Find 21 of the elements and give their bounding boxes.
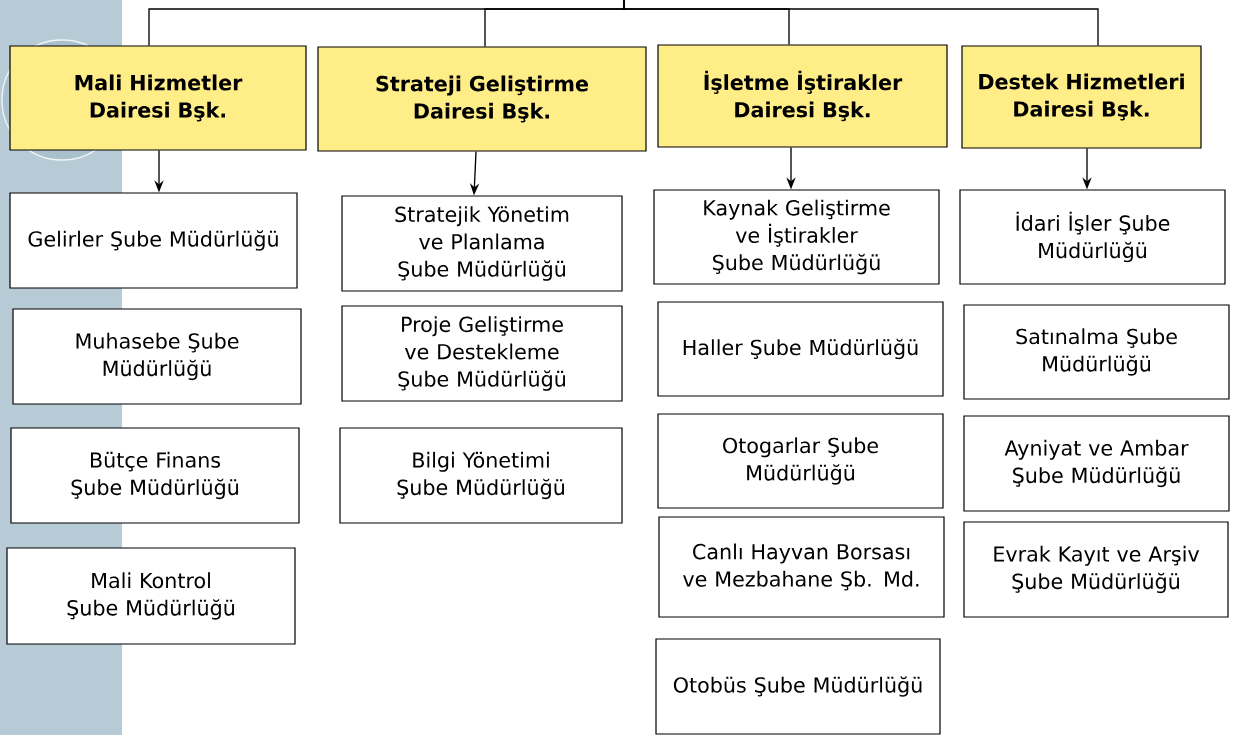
unit-box: Ayniyat ve Ambar Şube Müdürlüğü — [963, 415, 1230, 512]
unit-box: Evrak Kayıt ve Arşiv Şube Müdürlüğü — [963, 521, 1229, 618]
unit-box: Bilgi Yönetimi Şube Müdürlüğü — [339, 427, 623, 524]
unit-box: Haller Şube Müdürlüğü — [657, 301, 944, 397]
department-box: Strateji Geliştirme Dairesi Bşk. — [317, 46, 647, 152]
unit-box: Gelirler Şube Müdürlüğü — [9, 192, 298, 289]
unit-box: Canlı Hayvan Borsası ve Mezbahane Şb. Md. — [658, 516, 945, 618]
unit-box: Muhasebe Şube Müdürlüğü — [12, 308, 302, 405]
unit-box: Otobüs Şube Müdürlüğü — [655, 638, 941, 735]
unit-box: Satınalma Şube Müdürlüğü — [963, 304, 1230, 400]
unit-box: Bütçe Finans Şube Müdürlüğü — [10, 427, 300, 524]
unit-box: İdari İşler Şube Müdürlüğü — [959, 189, 1226, 285]
unit-box: Stratejik Yönetim ve Planlama Şube Müdürlüğü — [341, 195, 623, 292]
unit-box: Proje Geliştirme ve Destekleme Şube Müdürlüğü — [341, 305, 623, 402]
department-box: Mali Hizmetler Dairesi Bşk. — [9, 45, 307, 151]
unit-box: Kaynak Geliştirme ve İştirakler Şube Müdürlüğü — [653, 189, 940, 285]
department-box: Destek Hizmetleri Dairesi Bşk. — [961, 45, 1202, 149]
department-box: İşletme İştirakler Dairesi Bşk. — [657, 44, 948, 148]
connector-line — [623, 0, 1099, 47]
unit-box: Mali Kontrol Şube Müdürlüğü — [6, 547, 296, 645]
unit-box: Otogarlar Şube Müdürlüğü — [657, 413, 944, 509]
